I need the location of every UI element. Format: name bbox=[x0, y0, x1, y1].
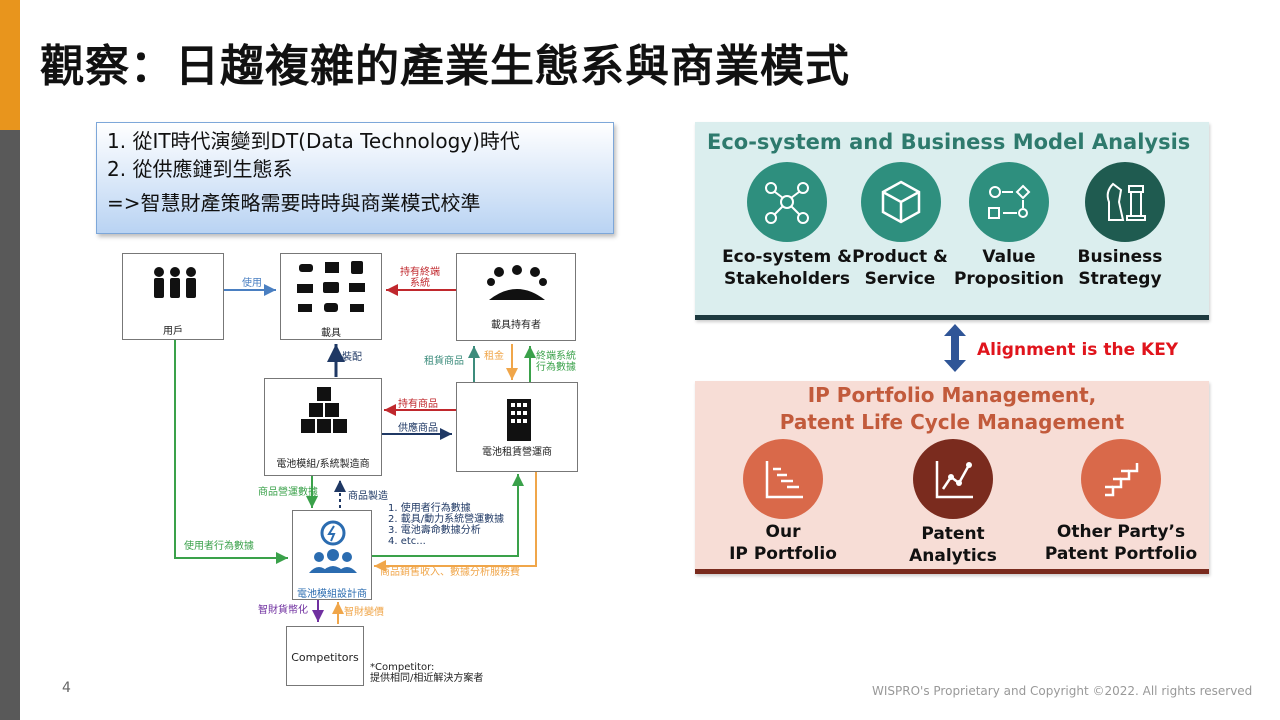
label-terminal-behavior: 終端系統 行為數據 bbox=[536, 351, 576, 373]
ip-caption-3-line2: Patent Portfolio bbox=[1044, 544, 1198, 564]
eco-title: Eco-system and Business Model Analysis bbox=[707, 130, 1191, 154]
ip-title-2: Patent Life Cycle Management bbox=[779, 410, 1125, 434]
competitors-box: Competitors bbox=[286, 626, 364, 686]
bullet-line-3: =>智慧財產策略需要時時與商業模式校準 bbox=[107, 191, 481, 215]
competitor-note-title: *Competitor: bbox=[370, 662, 435, 673]
stairs-chart-icon bbox=[1081, 439, 1161, 519]
eco-caption-3-line2: Proposition bbox=[953, 269, 1065, 289]
user-box: 用戶 bbox=[122, 253, 224, 340]
eco-caption-1-line2: Stakeholders bbox=[723, 269, 851, 289]
eco-caption-4-line2: Strategy bbox=[1078, 269, 1162, 289]
label-lease-goods: 租貨商品 bbox=[424, 356, 464, 367]
box-icon bbox=[861, 162, 941, 242]
chess-icon bbox=[1085, 162, 1165, 242]
battery-designer-label: 電池模組設計商 bbox=[297, 589, 367, 600]
battery-operator-box: 電池租賃營運商 bbox=[456, 382, 578, 472]
network-icon bbox=[747, 162, 827, 242]
label-terminal-system: 持有終端 系統 bbox=[400, 267, 440, 289]
boxes-icon bbox=[301, 387, 347, 433]
label-data-list: 1. 使用者行為數據 2. 載具/動力系統營運數據 3. 電池壽命數據分析 4.… bbox=[388, 503, 505, 547]
ip-caption-3: Other Party’s Patent Portfolio bbox=[1039, 521, 1203, 565]
eco-caption-1: Eco-system & Stakeholders bbox=[709, 246, 865, 290]
bullet-line-2: 2. 從供應鏈到生態系 bbox=[107, 157, 293, 181]
ip-caption-2: Patent Analytics bbox=[883, 523, 1023, 567]
page-number: 4 bbox=[62, 680, 71, 696]
eco-caption-3-line1: Value bbox=[982, 247, 1036, 267]
ip-caption-3-line1: Other Party’s bbox=[1056, 522, 1186, 542]
ip-caption-1-line2: IP Portfolio bbox=[729, 544, 837, 564]
label-rent: 租金 bbox=[484, 351, 504, 362]
label-ip-monetize: 智財貨幣化 bbox=[258, 605, 308, 616]
label-use: 使用 bbox=[242, 278, 262, 289]
ip-title-1: IP Portfolio Management, bbox=[807, 383, 1097, 407]
label-hold-goods: 持有商品 bbox=[398, 399, 438, 410]
flow-icon bbox=[969, 162, 1049, 242]
vehicle-owner-label: 載具持有者 bbox=[491, 320, 541, 331]
user-label: 用戶 bbox=[163, 326, 183, 337]
label-user-behavior-data: 使用者行為數據 bbox=[184, 541, 254, 552]
vehicles-icon bbox=[297, 261, 365, 312]
double-arrow-icon bbox=[944, 324, 966, 372]
ip-caption-1-line1: Our bbox=[765, 522, 801, 542]
battery-maker-label: 電池模組/系統製造商 bbox=[276, 459, 370, 470]
battery-maker-box: 電池模組/系統製造商 bbox=[264, 378, 382, 476]
competitors-label: Competitors bbox=[291, 651, 359, 664]
designer-icon bbox=[309, 520, 357, 573]
battery-operator-label: 電池租賃營運商 bbox=[482, 447, 552, 458]
meeting-icon bbox=[487, 265, 547, 300]
alignment-label: Alignment is the KEY bbox=[977, 340, 1179, 360]
ip-caption-2-line2: Analytics bbox=[909, 546, 997, 566]
label-supply-goods: 供應商品 bbox=[398, 423, 438, 434]
ip-caption-2-line1: Patent bbox=[921, 524, 985, 544]
page-title: 觀察：日趨複雜的產業生態系與商業模式 bbox=[40, 41, 850, 92]
vehicle-owner-box: 載具持有者 bbox=[456, 253, 576, 341]
ecosystem-arrows bbox=[174, 284, 537, 624]
building-icon bbox=[507, 399, 531, 441]
vehicle-label: 載具 bbox=[321, 328, 341, 339]
eco-caption-2-line1: Product & bbox=[852, 247, 948, 267]
eco-caption-2: Product & Service bbox=[845, 246, 955, 290]
eco-caption-4-line1: Business bbox=[1077, 247, 1163, 267]
vehicle-box: 載具 bbox=[280, 253, 382, 340]
competitor-note-body: 提供相同/相近解決方案者 bbox=[370, 673, 484, 684]
ip-panel: IP Portfolio Management, Patent Life Cyc… bbox=[695, 381, 1209, 574]
battery-designer-box: 電池模組設計商 bbox=[292, 510, 372, 600]
portfolio-chart-icon bbox=[743, 439, 823, 519]
users-icon bbox=[154, 267, 196, 298]
sidebar-accent bbox=[0, 0, 20, 130]
label-goods-manufacture: 商品製造 bbox=[348, 491, 388, 502]
eco-caption-1-line1: Eco-system & bbox=[722, 247, 852, 267]
label-sales-revenue: 商品銷售收入、數據分析服務費 bbox=[380, 567, 520, 578]
bullet-line-1: 1. 從IT時代演變到DT(Data Technology)時代 bbox=[107, 129, 520, 153]
eco-panel: Eco-system and Business Model Analysis bbox=[695, 122, 1209, 320]
ip-caption-1: Our IP Portfolio bbox=[713, 521, 853, 565]
label-ip-value: 智財變價 bbox=[344, 607, 384, 618]
eco-caption-3: Value Proposition bbox=[949, 246, 1069, 290]
sidebar-bar bbox=[0, 0, 20, 720]
label-goods-ops-data: 商品營運數據 bbox=[258, 487, 318, 498]
eco-caption-4: Business Strategy bbox=[1065, 246, 1175, 290]
analytics-chart-icon bbox=[913, 439, 993, 519]
eco-caption-2-line2: Service bbox=[864, 269, 936, 289]
label-assemble: 裝配 bbox=[342, 352, 362, 363]
bullet-box: 1. 從IT時代演變到DT(Data Technology)時代 2. 從供應鏈… bbox=[96, 122, 614, 234]
copyright-text: WISPRO's Proprietary and Copyright ©2022… bbox=[872, 684, 1253, 698]
